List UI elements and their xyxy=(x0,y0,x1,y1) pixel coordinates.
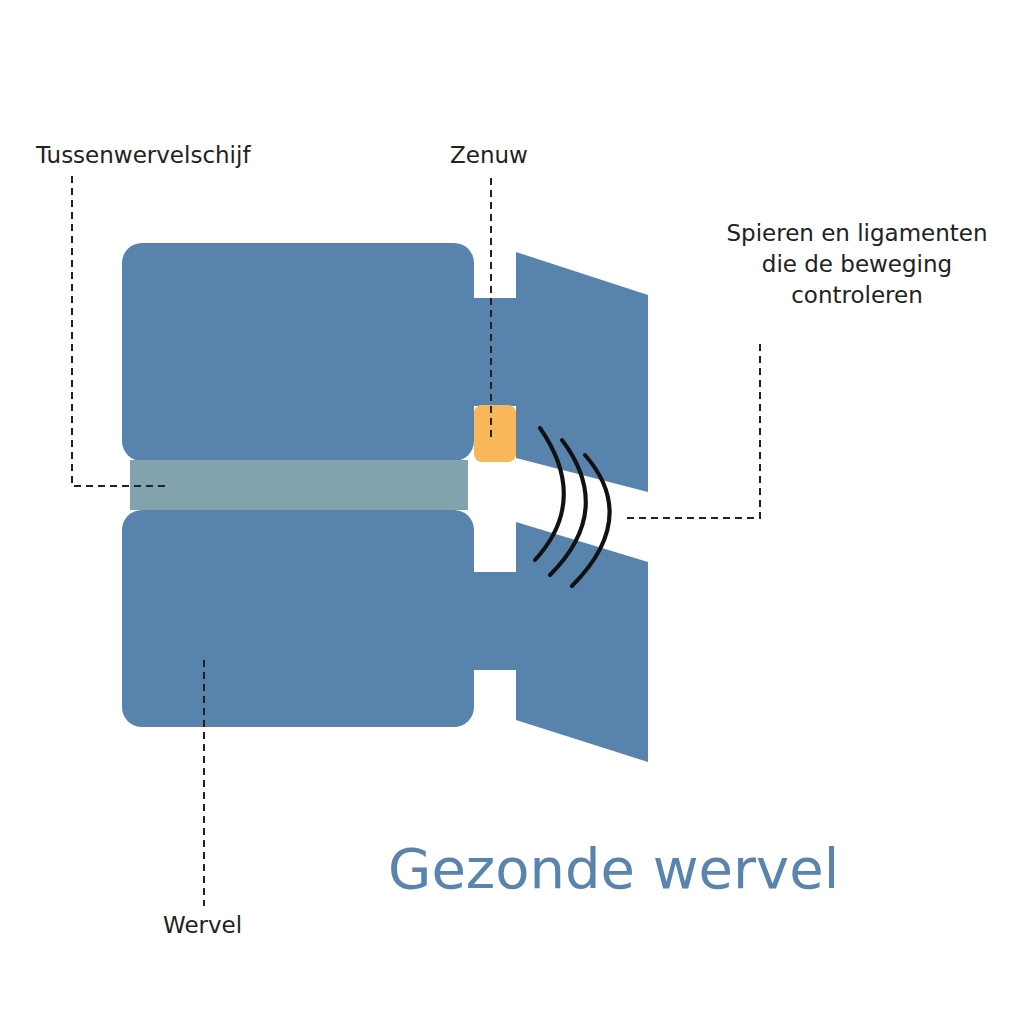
part-label: Tussenwervelschijf xyxy=(36,140,336,171)
leader-lines xyxy=(72,176,760,906)
muscle-arc xyxy=(535,428,564,560)
intervertebral-disc xyxy=(130,460,468,510)
part-label: Wervel xyxy=(163,910,323,941)
muscle-arc xyxy=(550,440,586,575)
leader-line xyxy=(624,344,760,518)
muscle-arcs xyxy=(535,428,610,586)
leader-line xyxy=(490,178,492,442)
part-label: Spieren en ligamenten die de beweging co… xyxy=(714,218,1000,311)
lower-vertebra-body xyxy=(122,510,474,727)
part-label: Zenuw xyxy=(450,140,570,171)
nerve xyxy=(474,405,516,462)
diagram-title: Gezonde wervel xyxy=(388,836,839,901)
leader-line xyxy=(203,660,205,906)
upper-pedicle xyxy=(472,298,518,406)
leader-line xyxy=(72,176,165,486)
muscle-arc xyxy=(572,455,610,586)
lower-pedicle xyxy=(472,572,518,670)
upper-process xyxy=(516,252,648,492)
upper-vertebra-body xyxy=(122,243,474,461)
